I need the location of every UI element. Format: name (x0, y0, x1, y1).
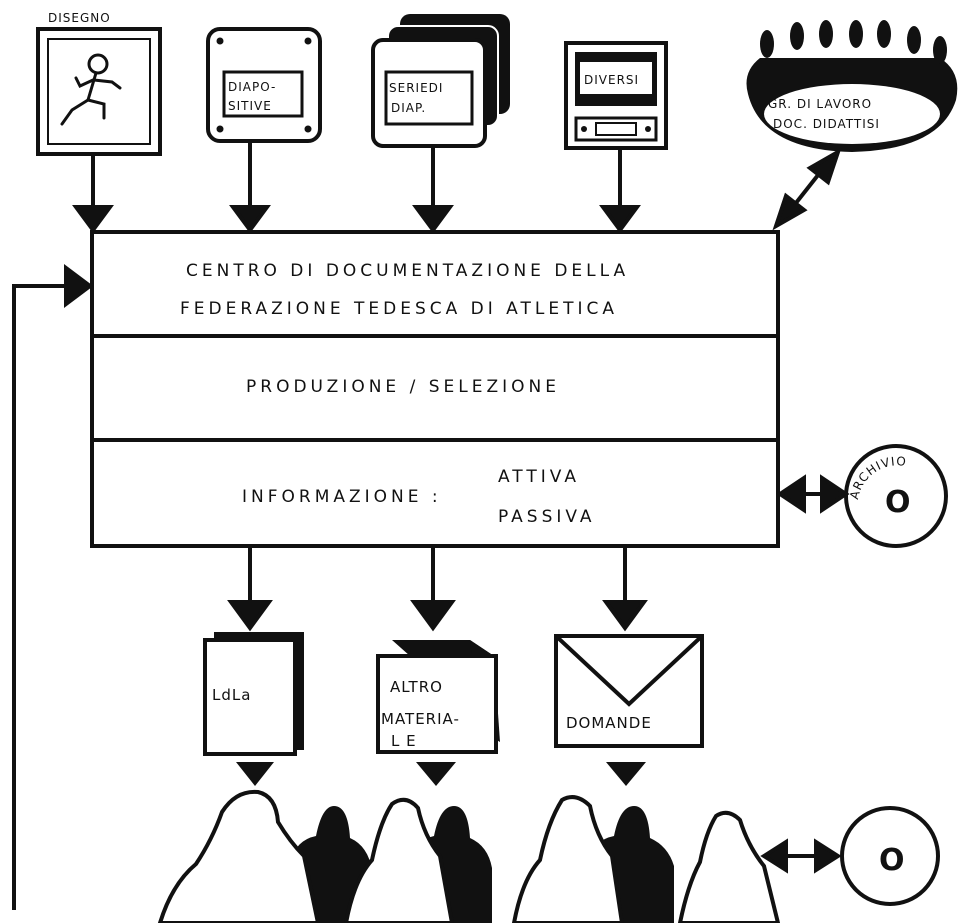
center-title-1: CENTRO DI DOCUMENTAZIONE DELLA (186, 261, 629, 281)
running-figure-icon (60, 53, 122, 126)
source-diapositive: DIAPO- SITIVE (206, 27, 322, 143)
center-title-2: FEDERAZIONE TEDESCA DI ATLETICA (180, 299, 618, 319)
feedback-loop (12, 264, 94, 910)
diapositive-label-2: SITIVE (228, 99, 272, 113)
gruppo-label-2: DOC. DIDATTISI (773, 117, 880, 131)
input-arrows (72, 141, 641, 234)
output-ldla-book: LdLa (203, 632, 304, 756)
output-arrows (227, 546, 648, 632)
audience-crowd (157, 789, 781, 923)
altro-label-2: MATERIA- (381, 710, 460, 728)
gruppo-label-1: GR. DI LAVORO (768, 97, 872, 111)
archive-disc: ARCHIVIO O (844, 444, 948, 548)
informazione-passiva: PASSIVA (498, 507, 596, 527)
archive-mark: O (885, 485, 912, 520)
output-domande-envelope: DOMANDE (554, 634, 704, 748)
working-group-crowd: GR. DI LAVORO DOC. DIDATTISI (746, 20, 958, 152)
group-double-arrow (772, 147, 842, 231)
serie-label-2: DIAP. (391, 101, 426, 115)
center-block: CENTRO DI DOCUMENTAZIONE DELLA FEDERAZIO… (90, 230, 780, 548)
archive-double-arrow (776, 474, 850, 514)
altro-label-1: ALTRO (390, 678, 443, 696)
altro-label-3: L E (391, 732, 417, 750)
audience-triangles (236, 762, 646, 786)
informazione-attiva: ATTIVA (498, 467, 580, 487)
output-altro-materiale: ALTRO MATERIA- L E (376, 640, 500, 754)
source-disegno: DISEGNO (36, 11, 162, 156)
diversi-label: DIVERSI (584, 73, 639, 87)
disc-double-arrow (760, 838, 842, 874)
disegno-label: DISEGNO (48, 11, 111, 25)
source-diversi: DIVERSI (564, 41, 668, 150)
serie-label-1: SERIEDI (389, 81, 443, 95)
informazione-label: INFORMAZIONE : (242, 487, 442, 507)
ldla-label: LdLa (212, 686, 251, 704)
diapositive-label-1: DIAPO- (228, 80, 276, 94)
storage-disc: O (840, 806, 940, 906)
disc-mark: O (879, 843, 906, 878)
source-serie-diapositive: SERIEDI DIAP. (371, 14, 510, 148)
produzione-selezione: PRODUZIONE / SELEZIONE (246, 377, 560, 397)
domande-label: DOMANDE (566, 714, 652, 732)
